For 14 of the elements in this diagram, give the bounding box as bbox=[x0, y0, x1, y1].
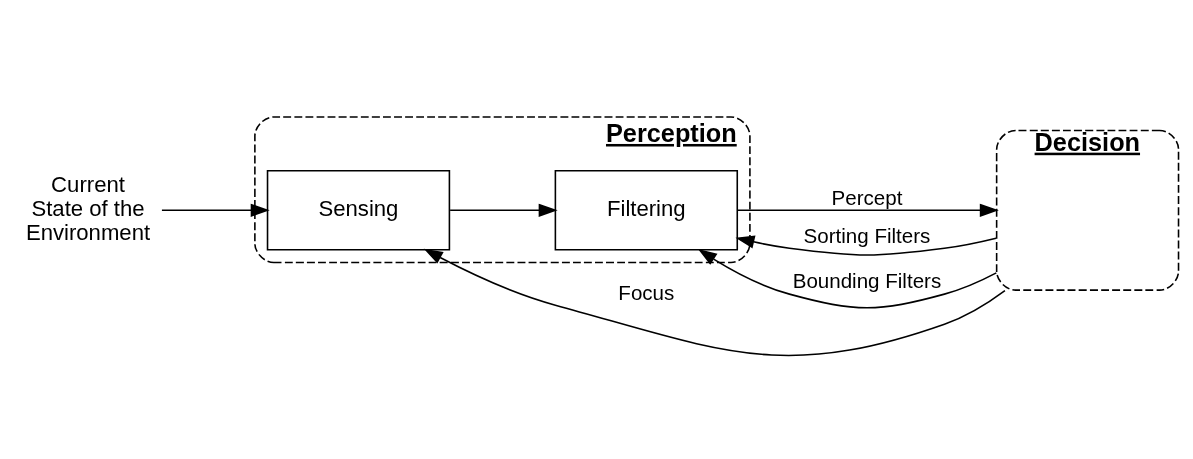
node-text: Current State of the Environment bbox=[25, 171, 151, 245]
node-box: Sensing bbox=[266, 169, 451, 251]
arrow bbox=[161, 203, 270, 217]
node-box: Filtering bbox=[554, 169, 739, 251]
edge-label: Percept bbox=[831, 185, 903, 209]
arrow bbox=[449, 203, 558, 217]
arrow bbox=[735, 234, 997, 256]
edge-label: Sorting Filters bbox=[803, 223, 931, 247]
arrow bbox=[697, 248, 998, 309]
arrow bbox=[423, 248, 1006, 356]
edge-label: Focus bbox=[618, 280, 675, 303]
arrow bbox=[736, 203, 999, 217]
node-box: Decision bbox=[995, 129, 1180, 291]
edge-label: Bounding Filters bbox=[792, 268, 942, 292]
